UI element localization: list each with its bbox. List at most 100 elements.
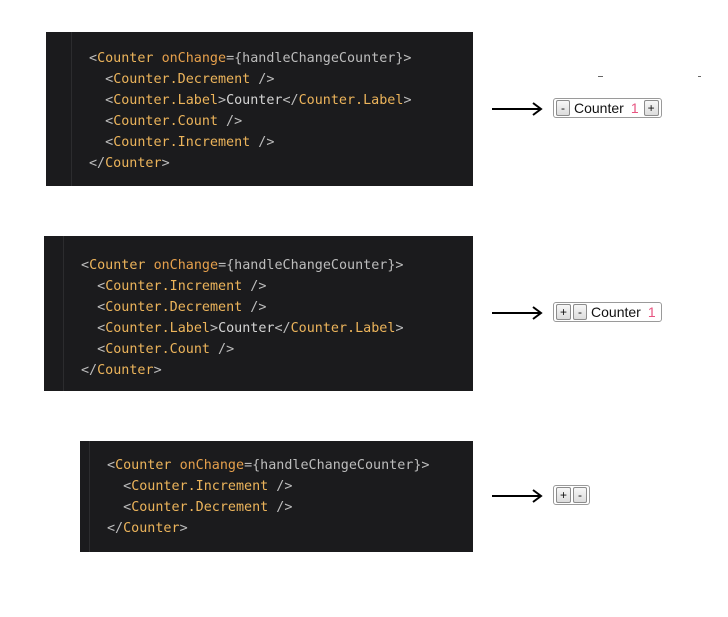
code-token-text [172, 458, 180, 473]
code-token-punct: > [210, 321, 219, 336]
code-token-punct: /> [242, 279, 267, 294]
code-gutter-line [71, 32, 72, 186]
counter-label: Counter [574, 100, 624, 116]
code-token-punct: < [89, 72, 114, 87]
code-line: <Counter.Label>Counter</Counter.Label> [89, 90, 412, 111]
code-line: <Counter.Decrement /> [81, 297, 404, 318]
code-token-punct: ={handleChangeCounter}> [218, 258, 404, 273]
code-token-tag: Counter.Label [290, 321, 396, 336]
right-arrow-icon [492, 489, 543, 503]
code-block-3: <Counter onChange={handleChangeCounter}>… [80, 441, 473, 552]
code-token-punct: < [107, 458, 116, 473]
code-gutter-line [89, 441, 90, 552]
code-token-attr: onChange [179, 458, 245, 473]
code-token-punct: </ [89, 156, 106, 171]
code-line: <Counter.Label>Counter</Counter.Label> [81, 318, 404, 339]
counter-label: Counter [591, 304, 641, 320]
code-token-tag: Counter.Decrement [113, 72, 251, 87]
code-line: </Counter> [107, 518, 430, 539]
code-line: <Counter.Increment /> [107, 476, 430, 497]
code-token-tag: Counter [123, 521, 180, 536]
code-token-punct: /> [250, 135, 275, 150]
code-token-tag: Counter [97, 51, 154, 66]
code-token-tag: Counter.Label [105, 321, 210, 336]
code-token-punct: </ [282, 93, 299, 108]
counter-count: 1 [630, 100, 639, 116]
code-token-tag: Counter.Decrement [131, 500, 269, 515]
stray-mark [698, 76, 701, 77]
code-token-punct: < [81, 321, 106, 336]
counter-count: 1 [647, 304, 656, 320]
code-token-punct: > [395, 321, 404, 336]
code-token-punct: > [403, 93, 412, 108]
code-line: <Counter onChange={handleChangeCounter}> [107, 455, 430, 476]
code-line: <Counter.Count /> [89, 111, 412, 132]
code-token-tag: Counter.Count [105, 342, 210, 357]
code-token-tag: Counter [115, 458, 172, 473]
code-token-punct: > [179, 521, 188, 536]
code-token-punct: </ [107, 521, 124, 536]
code-line: <Counter.Increment /> [89, 132, 412, 153]
code-token-tag: Counter.Count [113, 114, 218, 129]
code-token-tag: Counter.Label [298, 93, 404, 108]
stray-mark [598, 76, 603, 77]
increment-button[interactable]: + [643, 100, 659, 116]
increment-button[interactable]: + [556, 487, 572, 503]
code-token-attr: onChange [153, 258, 219, 273]
decrement-button[interactable]: - [556, 100, 570, 116]
code-token-punct: < [81, 279, 106, 294]
code-token-punct: < [81, 300, 106, 315]
code-token-attr: onChange [161, 51, 227, 66]
code-token-punct: < [107, 500, 132, 515]
code-token-punct: < [89, 51, 98, 66]
code-token-tag: Counter.Increment [131, 479, 269, 494]
code-line: <Counter.Increment /> [81, 276, 404, 297]
code-lines-3: <Counter onChange={handleChangeCounter}>… [107, 455, 430, 539]
code-line: <Counter.Decrement /> [107, 497, 430, 518]
code-line: <Counter.Count /> [81, 339, 404, 360]
code-token-tag: Counter [97, 363, 154, 378]
code-token-punct: /> [218, 114, 243, 129]
counter-preview-3: +- [553, 485, 591, 505]
code-block-1: <Counter onChange={handleChangeCounter}>… [46, 32, 473, 186]
counter-preview-1: -Counter 1+ [553, 98, 662, 118]
code-line: <Counter.Decrement /> [89, 69, 412, 90]
increment-button[interactable]: + [556, 304, 572, 320]
code-token-punct: > [161, 156, 170, 171]
decrement-button[interactable]: - [573, 487, 588, 503]
code-token-punct: > [218, 93, 227, 108]
code-token-text [154, 51, 162, 66]
code-gutter-line [63, 236, 64, 391]
decrement-button[interactable]: - [573, 304, 588, 320]
code-token-text [146, 258, 154, 273]
code-block-2: <Counter onChange={handleChangeCounter}>… [44, 236, 473, 391]
code-token-punct: < [89, 135, 114, 150]
right-arrow-icon [492, 306, 543, 320]
right-arrow-icon [492, 102, 543, 116]
code-token-punct: < [89, 93, 114, 108]
code-token-tag: Counter.Label [113, 93, 218, 108]
code-token-punct: ={handleChangeCounter}> [226, 51, 412, 66]
code-lines-1: <Counter onChange={handleChangeCounter}>… [89, 48, 412, 174]
code-lines-2: <Counter onChange={handleChangeCounter}>… [81, 255, 404, 381]
code-token-punct: /> [210, 342, 235, 357]
code-token-text: Counter [218, 321, 275, 336]
code-token-punct: < [81, 342, 106, 357]
code-token-punct: /> [268, 479, 293, 494]
code-token-punct: </ [81, 363, 98, 378]
code-line: <Counter onChange={handleChangeCounter}> [81, 255, 404, 276]
code-token-punct: /> [268, 500, 293, 515]
code-line: <Counter onChange={handleChangeCounter}> [89, 48, 412, 69]
code-token-punct: < [81, 258, 90, 273]
code-line: </Counter> [89, 153, 412, 174]
code-token-punct: /> [250, 72, 275, 87]
code-token-tag: Counter.Increment [105, 279, 243, 294]
code-token-tag: Counter [105, 156, 162, 171]
code-token-punct: < [107, 479, 132, 494]
code-token-tag: Counter [89, 258, 146, 273]
code-token-text: Counter [226, 93, 283, 108]
counter-preview-2: +-Counter 1 [553, 302, 662, 322]
code-token-tag: Counter.Decrement [105, 300, 243, 315]
code-line: </Counter> [81, 360, 404, 381]
code-token-punct: /> [242, 300, 267, 315]
